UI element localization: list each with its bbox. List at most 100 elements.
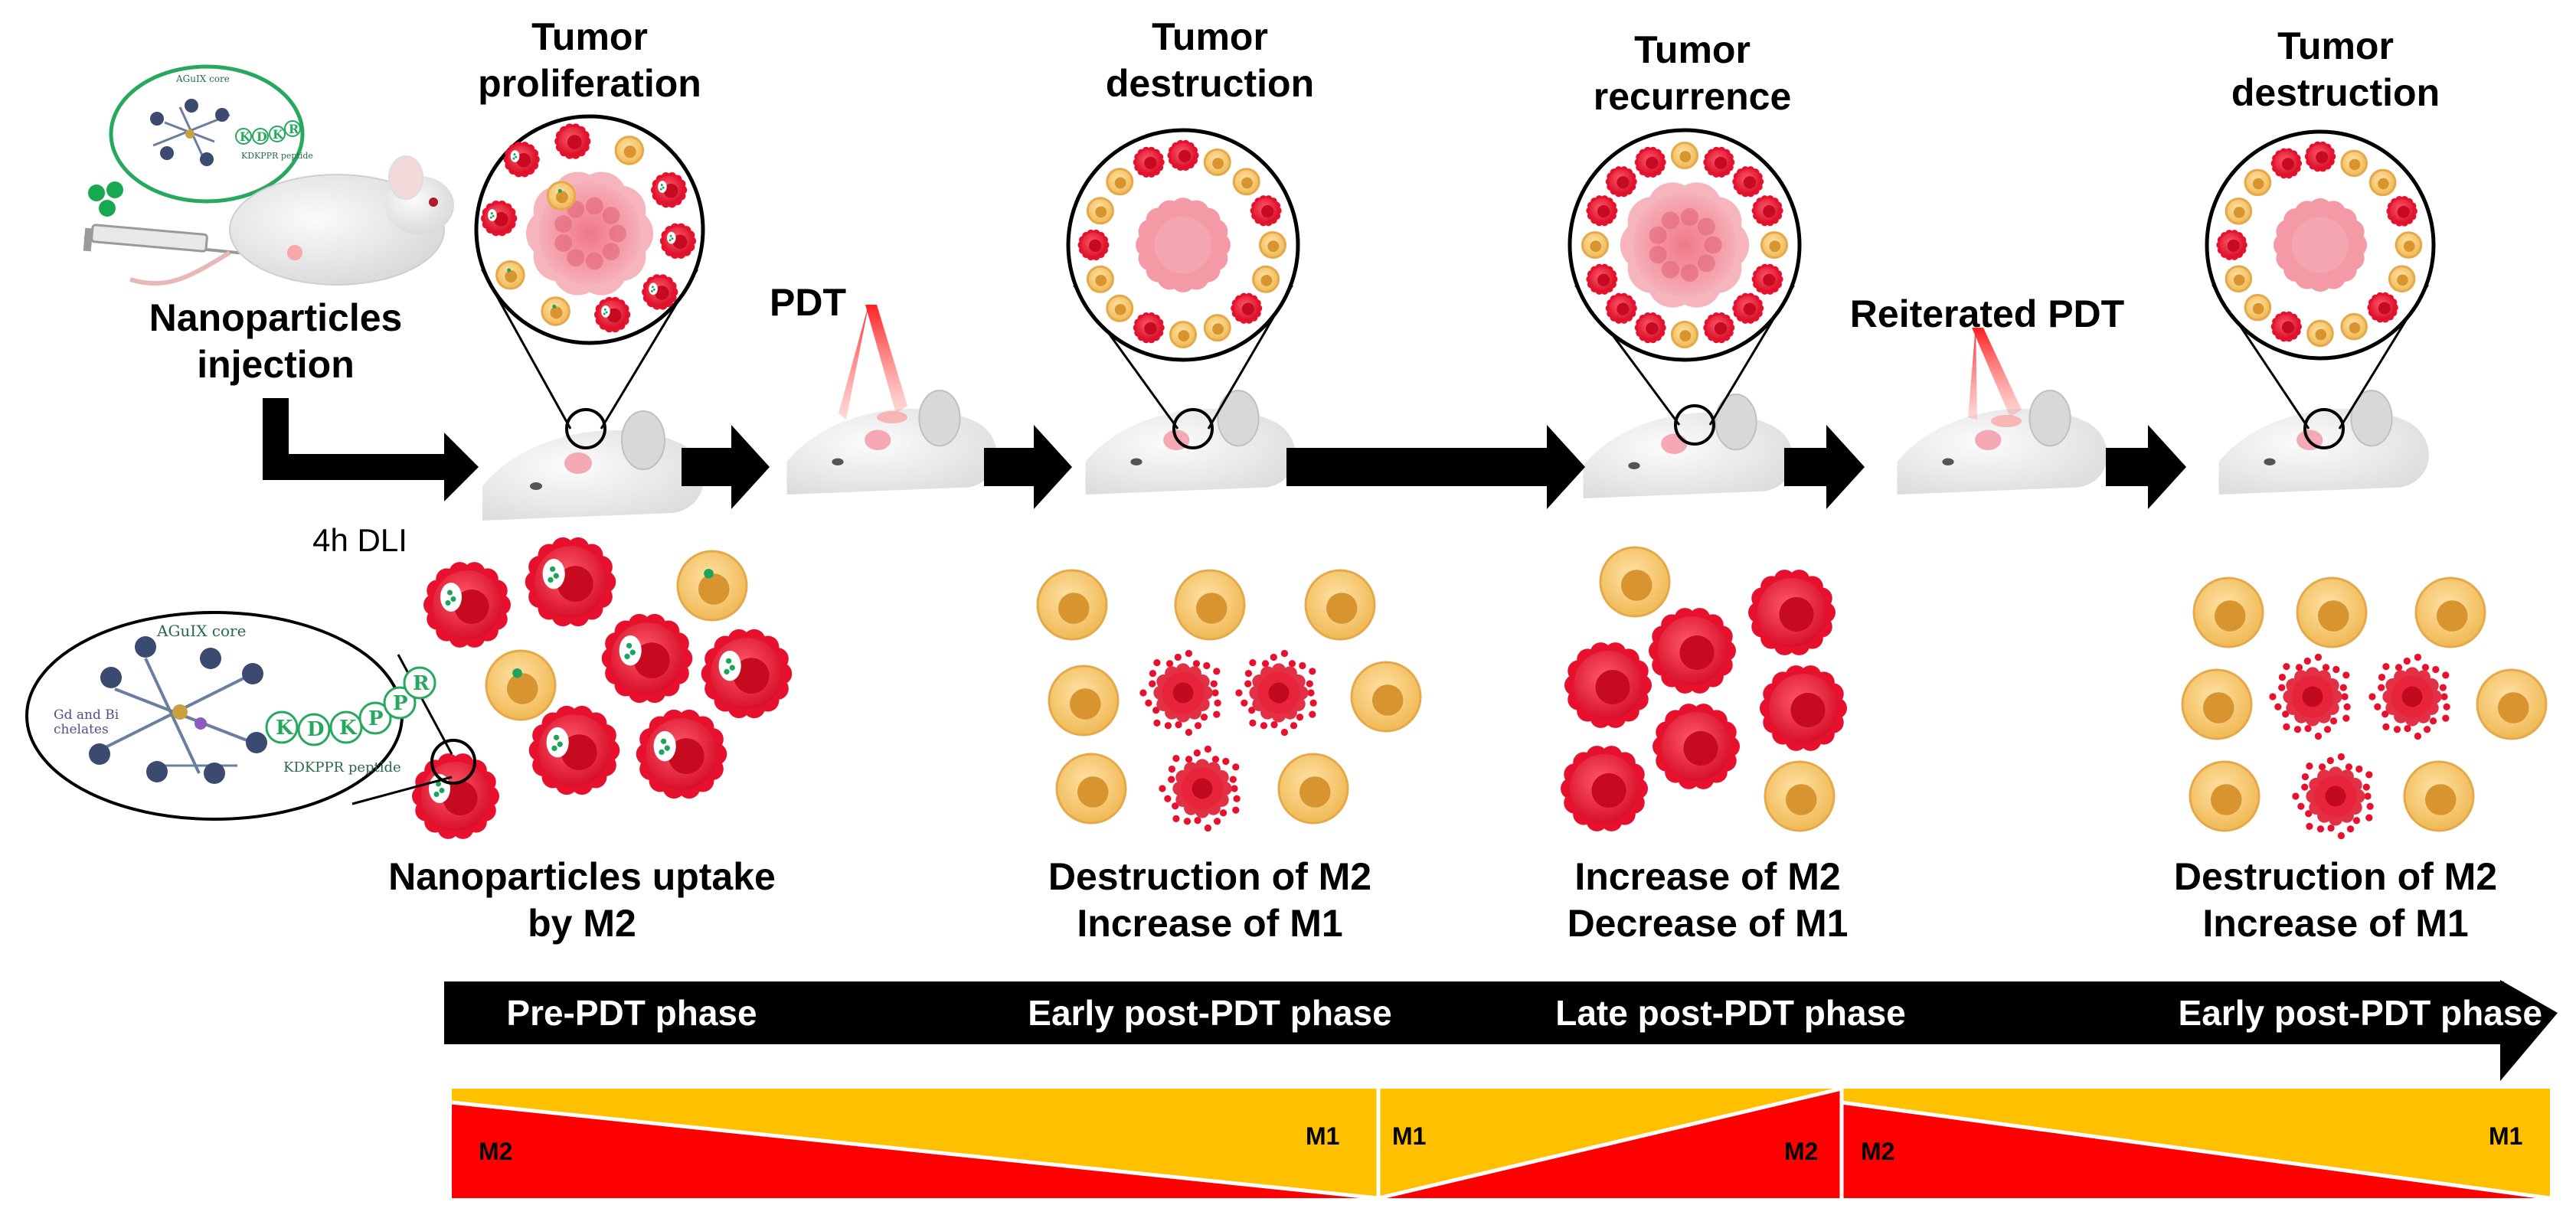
m1-macrophage	[1671, 321, 1698, 348]
destroyed-m2-macrophage	[2292, 753, 2374, 840]
chelates-label-line2: chelates	[54, 721, 109, 737]
m2-macrophage	[1634, 146, 1666, 178]
m2-macrophage	[1634, 312, 1666, 344]
phase-label-2: Early post-PDT phase	[1028, 993, 1392, 1033]
stage-title-1: Tumor proliferation	[452, 14, 727, 107]
m2-macrophage	[554, 123, 591, 159]
nanoparticle-icon	[150, 99, 230, 166]
stage-title-1-line2: proliferation	[478, 62, 701, 105]
m1-macrophage	[2395, 231, 2423, 259]
m1-m2-balance-bar	[451, 1086, 2551, 1200]
m1-macrophage	[2296, 576, 2368, 648]
stage-title-4: Tumor destruction	[2198, 23, 2473, 116]
m2-macrophage	[601, 613, 693, 704]
m1-macrophage	[2368, 168, 2397, 197]
m1-macrophage	[1169, 321, 1197, 348]
m2-macrophage	[1167, 139, 1199, 171]
peptide-label-small: KDKPPR peptide	[241, 151, 313, 161]
stage-caption-4: Destruction of M2 Increase of M1	[2113, 854, 2558, 947]
dli-label: 4h DLI	[312, 522, 407, 558]
m1-macrophage	[1764, 760, 1836, 832]
destroyed-m2-macrophage	[2269, 653, 2351, 740]
dli-arrow	[263, 398, 479, 501]
m1-macrophage	[546, 181, 577, 211]
laser-beam-icon	[839, 302, 907, 423]
peptide-letter: K	[273, 127, 283, 142]
peptide-letter: K	[240, 129, 250, 144]
tumor-mass	[2273, 198, 2368, 292]
m2-macrophage	[650, 172, 688, 208]
m1-macrophage	[541, 296, 570, 326]
m2-macrophage	[1751, 195, 1783, 227]
m1-macrophage	[1671, 142, 1698, 169]
mouse-head-pdt	[786, 390, 997, 495]
m2-macrophage	[1133, 312, 1165, 344]
m2-macrophage	[593, 296, 631, 333]
stage-caption-2-line2: Increase of M1	[1077, 902, 1343, 945]
peptide-chain-top	[235, 120, 301, 145]
stage-title-2-line2: destruction	[1105, 62, 1315, 105]
m1-macrophage	[1055, 753, 1127, 825]
balance-label-1-right: M1	[1306, 1122, 1340, 1150]
nanoparticle-zoom-bottom	[25, 611, 476, 821]
m1-macrophage	[1203, 148, 1231, 176]
m2-macrophage	[1649, 608, 1736, 694]
m2-macrophage	[503, 142, 540, 178]
peptide-letter: R	[413, 672, 430, 695]
magnifier-lens-icon	[474, 114, 705, 449]
core-label-large: AGuIX core	[157, 622, 247, 640]
nanoparticle-icon-large	[89, 636, 267, 784]
mouse-head-2	[1085, 390, 1296, 495]
m2-macrophage	[2386, 195, 2417, 227]
peptide-label-large: KDKPPR peptide	[283, 759, 401, 776]
peptide-letter: P	[368, 707, 384, 730]
m2-macrophage	[1250, 195, 1282, 227]
m1-macrophage	[2340, 149, 2368, 178]
m1-macrophage	[2189, 760, 2261, 832]
m2-macrophage	[1703, 146, 1735, 178]
m1-macrophage	[2181, 668, 2253, 740]
stage-caption-2: Destruction of M2 Increase of M1	[988, 854, 1432, 947]
m1-macrophage	[2414, 576, 2486, 648]
m1-macrophage	[2244, 168, 2272, 197]
arrow-2	[984, 425, 1072, 509]
stage-caption-2-line1: Destruction of M2	[1048, 855, 1372, 898]
balance-label-2-right: M2	[1784, 1138, 1819, 1165]
m1-macrophage	[1277, 753, 1349, 825]
m2-macrophage	[1586, 263, 1618, 295]
peptide-letters-large: K D K P P R	[268, 666, 444, 750]
tumor-mass	[1620, 182, 1750, 308]
nanoparticle-droplets	[88, 181, 123, 217]
m2-macrophage	[1231, 292, 1263, 324]
stage-title-3-line1: Tumor	[1634, 28, 1751, 71]
m2-macrophage	[1077, 229, 1110, 261]
m2-macrophage	[1760, 665, 1847, 751]
stage-caption-1: Nanoparticles uptake by M2	[345, 854, 819, 947]
balance-segment-3	[1841, 1089, 2551, 1200]
laser-beam-icon-2	[1968, 325, 2022, 427]
m2-macrophage	[642, 274, 678, 310]
timeline-arrow	[444, 980, 2558, 1081]
destroyed-m2-macrophage	[2368, 653, 2450, 740]
m2-macrophage	[636, 709, 727, 799]
m1-macrophage	[1036, 569, 1108, 641]
stage-title-4-line1: Tumor	[2277, 24, 2394, 67]
m1-macrophage	[1304, 569, 1376, 641]
tumor-mass	[525, 171, 654, 296]
nanoparticle-zoom-top	[109, 64, 305, 204]
stage-title-2: Tumor destruction	[1072, 14, 1348, 107]
mouse-head-4	[2218, 390, 2429, 495]
stage-caption-3-line1: Increase of M2	[1574, 855, 1841, 898]
stage-caption-3-line2: Decrease of M1	[1567, 902, 1849, 945]
m2-macrophage	[659, 223, 697, 259]
phase-label-1: Pre-PDT phase	[506, 993, 757, 1033]
pdt-label: PDT	[770, 281, 846, 324]
m2-macrophage	[528, 705, 620, 795]
stage-caption-3: Increase of M2 Decrease of M1	[1524, 854, 1891, 947]
stage-title-4-line2: destruction	[2231, 71, 2440, 114]
mouse-icon	[129, 155, 454, 286]
m2-macrophage	[1652, 704, 1740, 789]
stage-caption-4-line1: Destruction of M2	[2173, 855, 2498, 898]
process-arrows	[682, 425, 2186, 509]
m1-macrophage	[1106, 294, 1134, 322]
